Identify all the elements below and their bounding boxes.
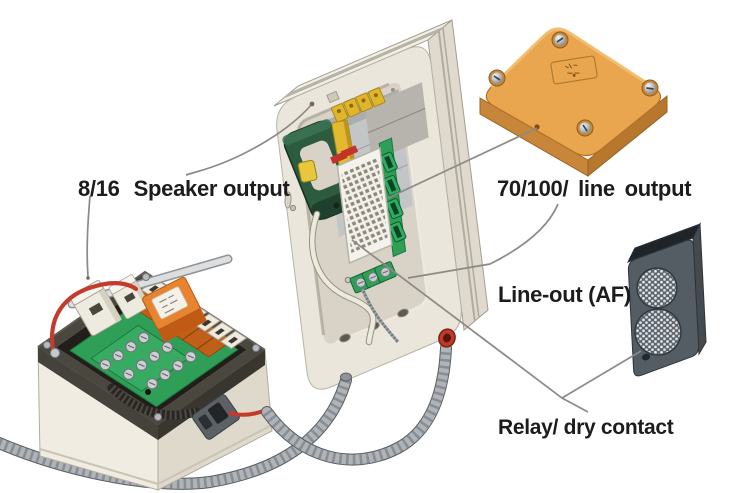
relay-block-2 <box>108 274 151 320</box>
engraved-label <box>550 55 598 85</box>
screw-terminals <box>99 331 197 390</box>
conduit-front <box>261 328 456 466</box>
orange-relay <box>142 276 208 343</box>
white-cable <box>310 211 376 345</box>
leader-speaker-unit <box>561 350 642 399</box>
loudspeaker-unit <box>626 222 707 377</box>
relay-block-1 <box>69 280 122 337</box>
output-terminals <box>349 261 397 294</box>
cover-screws <box>488 31 659 137</box>
speaker-grille <box>634 267 682 356</box>
green-terminal-connectors <box>379 151 407 243</box>
leader-line-output-top <box>387 127 538 199</box>
cable-gland <box>438 328 456 348</box>
corner-posts <box>43 273 260 421</box>
label-relay-dry-contact: Relay/ dry contact <box>498 416 674 439</box>
leader-speaker-output <box>185 103 313 176</box>
label-speaker-output-value: 8/16 <box>78 176 120 201</box>
yellow-terminal-blocks <box>331 87 386 123</box>
conduit-rear <box>0 372 352 490</box>
amplifier-module <box>282 82 429 346</box>
relay-terminal-box <box>37 254 273 491</box>
label-speaker-output: 8/16 Speaker output <box>78 178 290 200</box>
leader-8-16 <box>86 195 91 278</box>
callout-leader-lines <box>86 101 642 413</box>
wall-enclosure <box>273 19 489 390</box>
red-wire <box>50 281 139 357</box>
speaker-hole <box>641 353 651 361</box>
side-port <box>192 394 240 440</box>
label-line-output: 70/100/ line output <box>497 176 692 201</box>
leader-line-output-bottom <box>407 203 559 279</box>
label-line-out-af: Line-out (AF) <box>498 282 631 307</box>
label-speaker-output-text: Speaker output <box>133 176 290 201</box>
orange-cover-plate <box>479 27 668 178</box>
